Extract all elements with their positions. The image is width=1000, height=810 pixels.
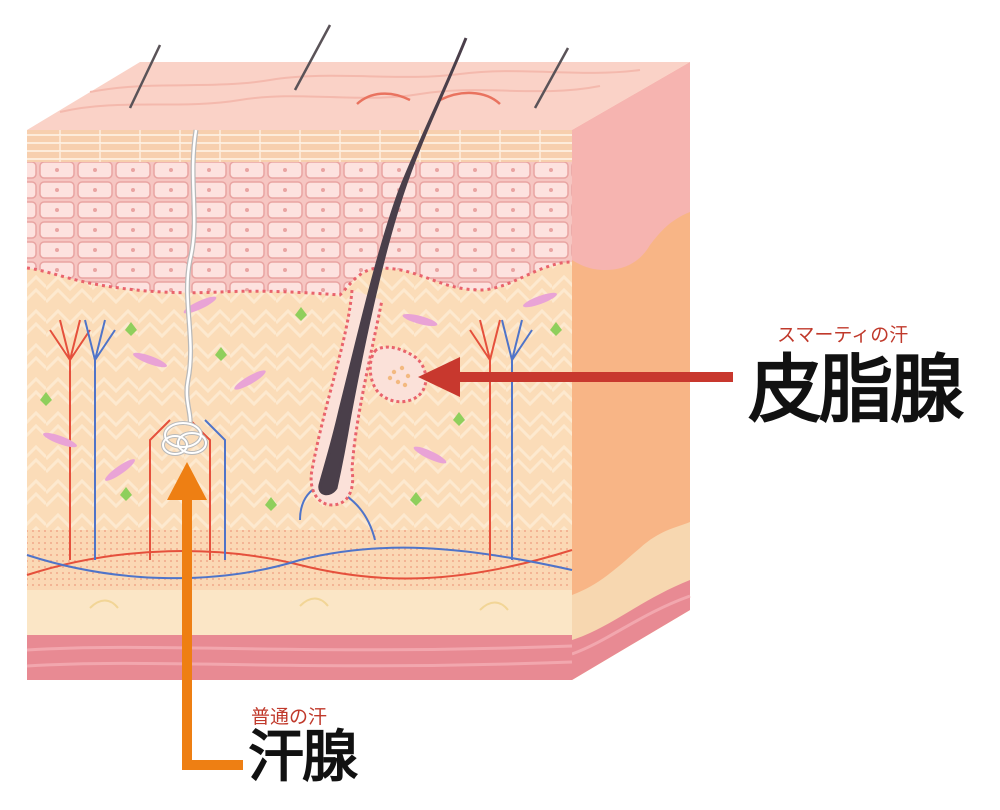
skin-block (26, 62, 691, 680)
dermal-fibers (43, 292, 557, 481)
skin-right-epidermis (572, 62, 690, 270)
stratum-corneum (27, 130, 572, 162)
sweat-gland-label: 汗腺 (248, 725, 358, 790)
sebaceous-arrow (418, 357, 733, 397)
blood-vessels (26, 319, 573, 580)
sweat-sub-label: 普通の汗 (251, 706, 328, 728)
sebaceous-gland-label: 皮脂腺 (748, 347, 964, 433)
sweat-arrow (167, 462, 243, 770)
hair-icon (318, 37, 468, 496)
fat-layer (27, 590, 572, 635)
muscle-layer (27, 635, 572, 680)
basement-membrane (26, 260, 573, 297)
epidermis-cells (27, 162, 572, 295)
dermis-lower-dotted (27, 530, 572, 595)
dermal-cells (40, 307, 562, 511)
sebaceous-sub-label: スマーティの汗 (777, 324, 909, 346)
sebaceous-gland-icon (368, 345, 428, 404)
surface-hairs (128, 24, 570, 109)
skin-top-surface (27, 62, 690, 130)
sweat-gland-icon (161, 129, 208, 456)
